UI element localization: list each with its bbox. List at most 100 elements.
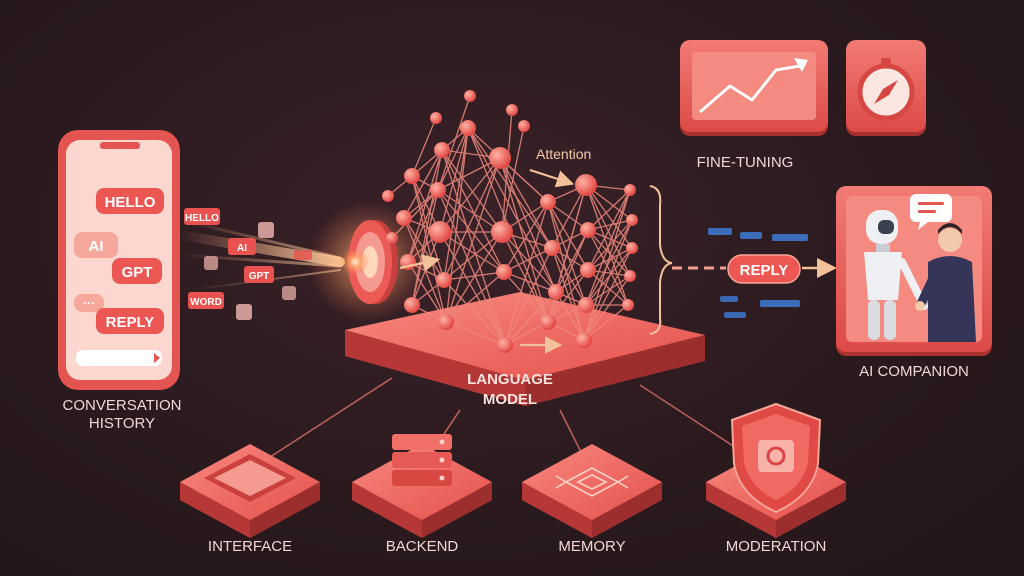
network-edge	[587, 189, 631, 231]
chat-bubble: HELLO	[96, 188, 164, 214]
network-node	[578, 297, 594, 313]
conversation-label-line1: CONVERSATION	[63, 397, 182, 414]
network-edge	[411, 149, 443, 306]
network-edge	[501, 231, 557, 293]
network-node	[580, 262, 596, 278]
attention-arrows	[399, 168, 575, 354]
token-icon	[258, 222, 274, 238]
fine-tuning-compass-card	[846, 40, 926, 136]
network-edge	[407, 189, 439, 263]
network-node	[491, 221, 513, 243]
network-edge	[551, 247, 587, 306]
network-node	[438, 314, 454, 330]
network-edge	[547, 229, 589, 323]
network-edge	[437, 157, 501, 191]
network-node	[460, 120, 476, 136]
typing-dots: ···	[83, 296, 95, 310]
network-edge	[443, 231, 503, 281]
chat-bubble-text: HELLO	[105, 194, 156, 211]
network-edge	[583, 247, 633, 341]
token-chip: WORD	[188, 292, 224, 309]
network-edge	[504, 321, 549, 346]
memory-label: MEMORY	[558, 538, 625, 555]
model-platform	[345, 292, 705, 406]
send-icon	[154, 353, 160, 363]
network-edge	[585, 189, 631, 306]
network-edge	[503, 201, 549, 273]
network-node	[576, 332, 592, 348]
network-edge	[443, 279, 506, 346]
phone: HELLO AI GPT ··· REPLY	[58, 130, 180, 390]
network-node	[540, 314, 556, 330]
output-bracket	[649, 185, 673, 335]
network-node	[434, 142, 450, 158]
network-edge	[411, 175, 447, 323]
network-edge	[547, 201, 589, 231]
speech-bubble-icon	[910, 194, 952, 230]
network-edge	[551, 247, 585, 341]
network-edge	[441, 149, 505, 273]
network-node	[626, 214, 638, 226]
network-node	[548, 284, 564, 300]
phone-notch	[100, 142, 140, 149]
network-node	[624, 184, 636, 196]
network-edge	[583, 189, 631, 341]
network-edge	[587, 219, 633, 271]
token-icon	[282, 286, 296, 300]
network-node	[386, 232, 398, 244]
network-edge	[504, 201, 549, 346]
network-edge	[411, 189, 439, 306]
ai-companion-card	[836, 186, 992, 356]
network-edge	[587, 247, 633, 271]
chat-bubble-text: GPT	[122, 264, 153, 281]
neural-network-icon	[382, 90, 638, 353]
network-edge	[551, 184, 587, 249]
token-chip: AI	[228, 238, 256, 255]
network-edge	[443, 127, 469, 281]
network-edge	[585, 219, 633, 306]
network-edge	[585, 184, 629, 306]
network-edge	[437, 189, 503, 233]
network-edge	[445, 321, 506, 346]
network-edge	[439, 231, 506, 346]
network-edge	[437, 189, 505, 273]
network-edge	[501, 125, 525, 233]
network-edge	[439, 157, 501, 233]
fine-tuning-label: FINE-TUNING	[697, 154, 794, 171]
chat-bubble: GPT	[112, 258, 162, 284]
attention-label: Attention	[536, 146, 591, 162]
network-edge	[411, 117, 437, 177]
network-edge	[555, 229, 589, 293]
network-node	[622, 299, 634, 311]
memory-tile	[522, 444, 662, 538]
network-edge	[587, 189, 631, 271]
network-node	[540, 194, 556, 210]
network-node	[404, 168, 420, 184]
token-chip: GPT	[244, 266, 274, 283]
network-edge	[437, 127, 469, 191]
reply-pill-text: REPLY	[740, 262, 789, 279]
network-edge	[499, 157, 557, 293]
network-edge	[445, 127, 469, 323]
server-stack-icon	[392, 434, 452, 486]
model-name-line1: LANGUAGE	[467, 371, 553, 388]
network-node	[544, 240, 560, 256]
token-icon	[236, 304, 252, 320]
network-edge	[445, 231, 503, 323]
network-node	[429, 221, 451, 243]
network-node	[624, 270, 636, 282]
network-node	[382, 190, 394, 202]
network-edge	[437, 95, 471, 191]
chat-bubble-text: AI	[89, 238, 104, 255]
network-edge	[445, 271, 505, 323]
svg-text:WORD: WORD	[190, 297, 222, 308]
tablet-icon	[204, 454, 296, 502]
network-edge	[587, 269, 629, 306]
network-edge	[587, 229, 631, 277]
shield-safe-icon	[730, 402, 822, 514]
network-edge	[403, 149, 443, 219]
typing-bubble: ···	[74, 294, 104, 312]
interface-label: INTERFACE	[208, 538, 292, 555]
network-edge	[503, 271, 549, 323]
